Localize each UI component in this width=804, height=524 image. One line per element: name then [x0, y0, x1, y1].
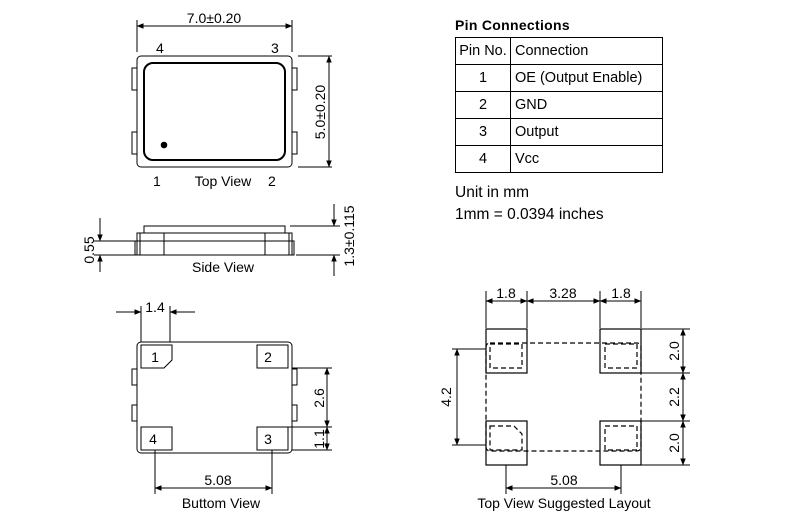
bottom-dim-2-6: 2.6 [311, 388, 327, 408]
layout-right-dim-2: 2.2 [666, 387, 682, 407]
bottom-view: 1.4 1 2 4 3 2.6 1.1 5.08 Buttom View [116, 299, 332, 511]
top-width-dim: 7.0±0.20 [187, 10, 242, 26]
pin-connection: OE (Output Enable) [510, 64, 663, 92]
bottom-pitch-dim: 5.08 [204, 472, 231, 488]
layout-view-caption: Top View Suggested Layout [477, 495, 650, 511]
unit-note: Unit in mm 1mm = 0.0394 inches [455, 182, 604, 226]
layout-pad-4 [599, 420, 642, 466]
bottom-pad-label-1: 1 [151, 349, 159, 365]
bottom-pad-4 [140, 426, 173, 451]
table-header-row: Pin No. Connection [455, 37, 663, 65]
top-pin-label-1: 1 [153, 173, 161, 189]
top-pin-label-2: 2 [268, 173, 276, 189]
pin-connection: GND [510, 91, 663, 119]
bottom-pad-2 [256, 344, 289, 369]
bottom-pad-label-3: 3 [264, 431, 272, 447]
bottom-dim-1-1: 1.1 [311, 429, 327, 449]
bottom-package-outline [136, 341, 293, 454]
pin-connections-table: Pin No. Connection 1 OE (Output Enable) … [455, 37, 663, 173]
pin-connection: Vcc [510, 145, 663, 173]
top-package-outline [136, 55, 293, 168]
layout-pad-1 [485, 328, 528, 374]
table-row: 2 GND [455, 91, 663, 119]
table-row: 4 Vcc [455, 145, 663, 173]
table-row: 1 OE (Output Enable) [455, 64, 663, 92]
bottom-view-caption: Buttom View [182, 495, 261, 511]
unit-line-1: Unit in mm [455, 184, 530, 201]
bottom-pad-label-4: 4 [149, 431, 157, 447]
bottom-pad-1 [140, 344, 173, 369]
bottom-pad-width-dim: 1.4 [145, 299, 165, 315]
side-thickness-dim: 0.55 [81, 236, 97, 263]
layout-pad-3 [485, 420, 528, 466]
layout-pitch-dim: 5.08 [550, 472, 577, 488]
header-connection: Connection [510, 37, 663, 65]
pin-number: 4 [455, 145, 511, 173]
bottom-pad-3 [256, 426, 289, 451]
pin-number: 3 [455, 118, 511, 146]
layout-pad-2 [599, 328, 642, 374]
top-height-dim: 5.0±0.20 [312, 85, 328, 140]
layout-top-dim-1: 1.8 [496, 285, 516, 301]
header-pin-no: Pin No. [455, 37, 511, 65]
side-lid [143, 225, 286, 234]
side-view: 0.55 1.3±0.115 Side View [81, 204, 357, 276]
side-body [136, 232, 293, 256]
layout-right-dim-1: 2.0 [666, 341, 682, 361]
layout-left-dim: 4.2 [438, 387, 454, 407]
top-view: 7.0±0.20 5.0±0.20 4 3 1 2 Top View [131, 10, 332, 189]
layout-right-dim-3: 2.0 [666, 433, 682, 453]
side-height-dim: 1.3±0.115 [341, 205, 357, 266]
unit-line-2: 1mm = 0.0394 inches [455, 206, 604, 223]
side-view-caption: Side View [192, 259, 255, 275]
layout-top-dim-3: 1.8 [611, 285, 631, 301]
pin-connections-title: Pin Connections [455, 17, 570, 33]
top-pin-label-3: 3 [271, 40, 279, 56]
top-lid-outline [143, 62, 286, 161]
table-row: 3 Output [455, 118, 663, 146]
pin-number: 2 [455, 91, 511, 119]
top-view-caption: Top View [195, 173, 252, 189]
pin-number: 1 [455, 64, 511, 92]
bottom-pad-label-2: 2 [264, 349, 272, 365]
layout-package-footprint [485, 342, 642, 452]
pin-connection: Output [510, 118, 663, 146]
pin1-marker-dot [160, 141, 168, 149]
layout-view: 1.8 3.28 1.8 2.0 2.2 2.0 4.2 5.0 [438, 285, 690, 511]
layout-top-dim-2: 3.28 [549, 285, 576, 301]
top-pin-label-4: 4 [156, 40, 164, 56]
